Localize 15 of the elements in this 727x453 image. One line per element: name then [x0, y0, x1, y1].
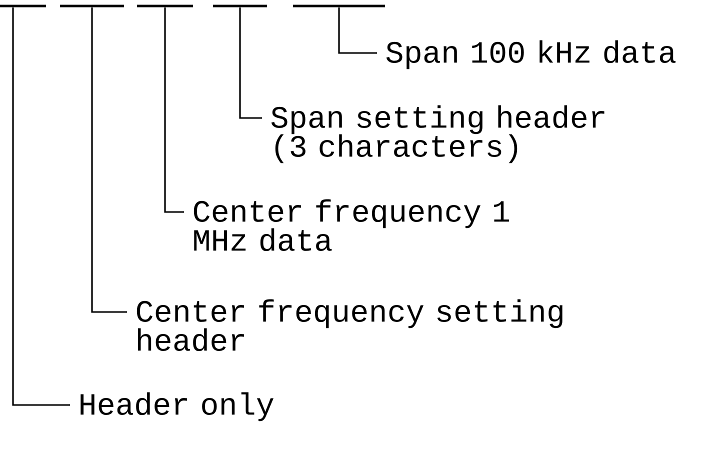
underline-bracket — [60, 4, 124, 8]
leader-line — [12, 8, 70, 406]
description-text: Center frequency 1 MHz data — [194, 199, 509, 252]
leader-line — [164, 8, 184, 213]
leader-line — [239, 8, 262, 119]
description-text: Span 100 kHz data — [386, 40, 676, 70]
underline-bracket — [213, 4, 267, 8]
description-text: Span setting header (3 characters) — [271, 105, 604, 164]
description-text: Center frequency setting header — [136, 299, 562, 352]
description-text: Header only — [80, 392, 274, 422]
leader-line — [338, 8, 377, 54]
leader-line — [91, 8, 127, 313]
underline-bracket — [0, 4, 46, 8]
underline-bracket — [137, 4, 193, 8]
underline-bracket — [293, 4, 385, 8]
